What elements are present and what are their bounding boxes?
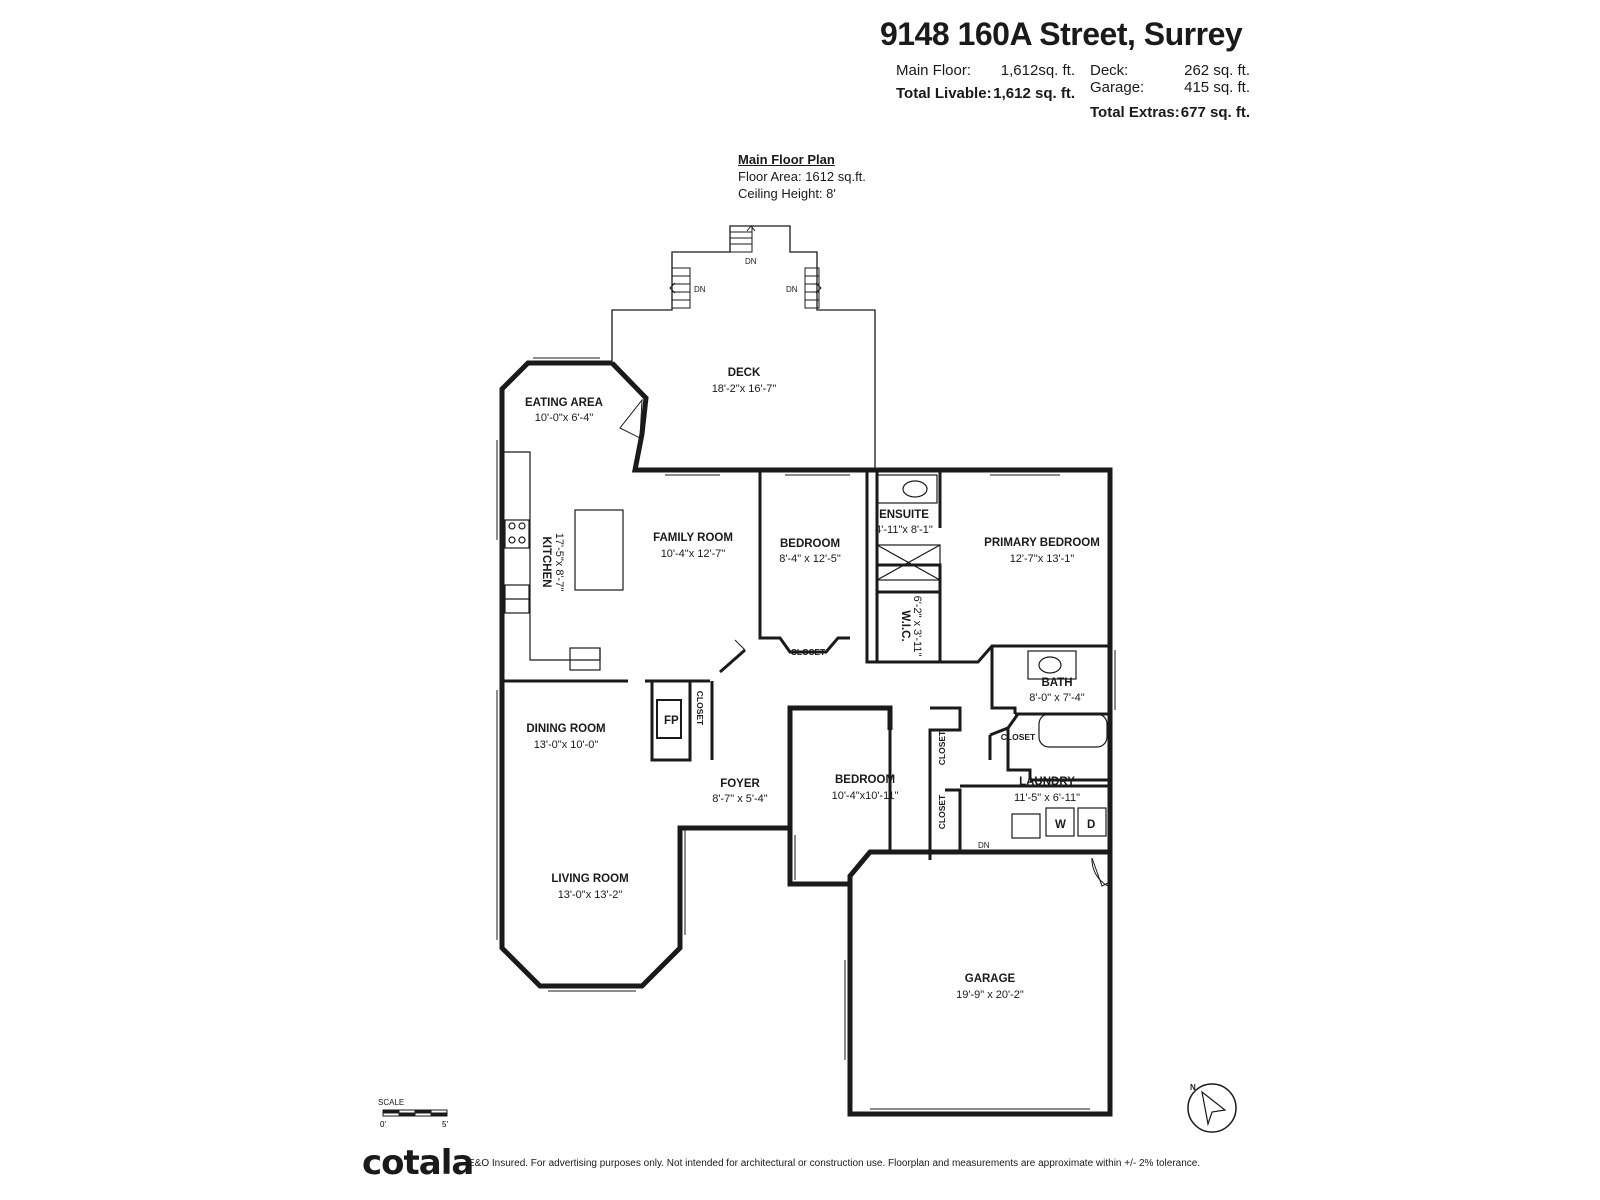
room-kitchen-dim: 17'-5"x 8'-7" [553,533,565,592]
stairs-dn-laundry: DN [978,841,990,850]
room-ensuite-name: ENSUITE [879,509,929,521]
stairs-dn-left: DN [694,285,706,294]
scale-end: 5' [442,1120,448,1129]
room-deck-name: DECK [728,367,761,379]
bath-vanity [1027,650,1077,680]
floor-area: Floor Area: 1612 sq.ft. [738,169,866,184]
garage-area-label: Garage: [1090,79,1145,96]
kitchen-cabinets [502,451,624,671]
ensuite-vanity [876,474,938,504]
deck-area-label: Deck: [1090,62,1129,79]
washer-label: W [1055,819,1066,831]
ensuite-shower [876,544,941,581]
disclaimer-text: E&O Insured. For advertising purposes on… [468,1158,1201,1169]
bathtub [1038,713,1108,748]
room-laundry-name: LAUNDRY [1019,776,1075,788]
interior-walls [502,470,1110,860]
laundry-tub [1011,813,1041,839]
brand-logo: cotala [362,1143,474,1183]
room-living-room-name: LIVING ROOM [551,873,628,885]
room-laundry-dim: 11'-5" x 6'-11" [1014,792,1080,804]
stairs-dn-right: DN [786,285,798,294]
kitchen-sink-corner [569,647,601,671]
room-foyer-dim: 8'-7" x 5'-4" [712,793,768,805]
dryer-label: D [1087,819,1095,831]
main-floor-value: 1,612sq. ft. [1000,62,1075,79]
room-foyer-name: FOYER [720,778,760,790]
room-wic-dim: 6'-2" x 3'-11" [911,596,923,657]
main-floor-label: Main Floor: [896,62,972,79]
room-bedroom-2-dim: 10'-4"x10'-11" [832,790,899,802]
room-living-room-dim: 13'-0"x 13'-2" [558,889,623,901]
compass-north-label: N [1190,1083,1196,1092]
room-garage-dim: 19'-9" x 20'-2" [956,989,1024,1001]
room-bedroom-1-dim: 8'-4" x 12'-5" [779,553,841,565]
total-extras-label: Total Extras: [1090,104,1180,121]
fireplace-box [656,699,682,739]
room-family-room-dim: 10'-4"x 12'-7" [661,548,726,560]
cooktop [504,519,530,549]
room-garage-name: GARAGE [965,973,1016,985]
room-family-room-name: FAMILY ROOM [653,532,733,544]
room-dining-room-dim: 13'-0"x 10'-0" [534,739,599,751]
room-ensuite-dim: 4'-11"x 8'-1" [875,524,933,536]
plan-title: Main Floor Plan [738,152,835,167]
closet-bedroom-2-lower: CLOSET [937,794,947,829]
closet-foyer: CLOSET [695,691,705,726]
closet-bedroom-2-upper: CLOSET [937,730,947,765]
room-bath-name: BATH [1041,677,1072,689]
total-livable-value: 1,612 sq. ft. [993,85,1075,102]
room-kitchen-name: KITCHEN [540,536,552,587]
room-dining-room-name: DINING ROOM [526,723,605,735]
total-livable-label: Total Livable: [896,85,992,102]
room-bedroom-1-name: BEDROOM [780,538,840,550]
windows [496,357,1116,1110]
room-eating-area-name: EATING AREA [525,397,603,409]
scale-bar [382,1109,448,1117]
room-bedroom-2-name: BEDROOM [835,774,895,786]
exterior-walls [499,360,1113,1117]
scale-label: SCALE [378,1098,405,1107]
scale-start: 0' [380,1120,386,1129]
doors [619,398,1111,887]
room-deck-dim: 18'-2"x 16'-7" [712,383,777,395]
deck-stairs [669,225,822,309]
dryer [1077,807,1107,837]
compass-icon [1187,1083,1237,1133]
room-bath-dim: 8'-0" x 7'-4" [1029,692,1085,704]
bath-fixtures [876,474,1108,839]
property-address: 9148 160A Street, Surrey [880,16,1243,52]
total-extras-value: 677 sq. ft. [1180,104,1250,121]
room-primary-bedroom-name: PRIMARY BEDROOM [984,537,1100,549]
closet-laundry: CLOSET [1001,732,1036,742]
kitchen-island [574,509,624,591]
room-eating-area-dim: 10'-0"x 6'-4" [535,412,594,424]
deck-area-value: 262 sq. ft. [1184,62,1250,79]
stairs-dn-top: DN [745,257,757,266]
deck-outline [611,225,876,471]
washer [1045,807,1075,837]
room-primary-bedroom-dim: 12'-7"x 13'-1" [1010,553,1075,565]
fireplace-label: FP [664,715,679,727]
closet-bedroom-1: CLOSET [791,647,826,657]
garage-area-value: 415 sq. ft. [1184,79,1250,96]
ceiling-height: Ceiling Height: 8' [738,186,836,201]
room-wic-name: W.I.C. [899,610,911,641]
